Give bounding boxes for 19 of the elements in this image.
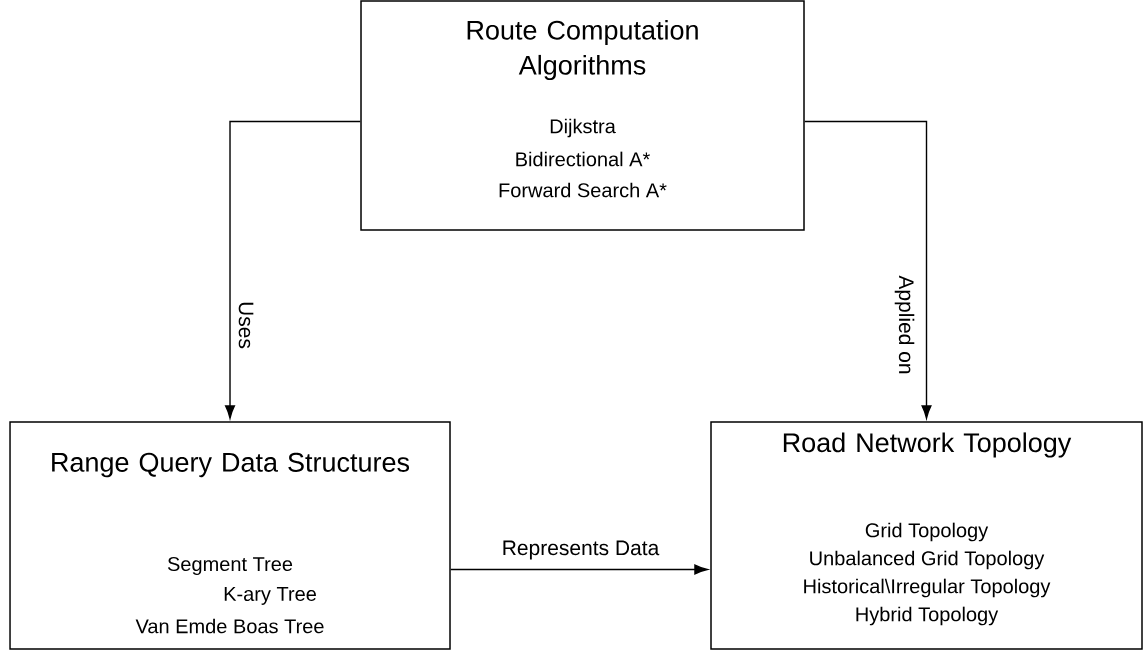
box-heading: Road Network Topology xyxy=(783,432,1072,458)
list-item: Hybrid Topology xyxy=(856,606,999,626)
list-item: Unbalanced Grid Topology xyxy=(810,550,1045,570)
arrow xyxy=(225,120,361,419)
edge-label: Applied on xyxy=(892,273,917,377)
list-item: Historical\Irregular Topology xyxy=(804,578,1051,598)
edge-label: Represents Data xyxy=(499,538,662,562)
list-item: Segment Tree xyxy=(167,556,293,576)
box-heading: Range Query Data Structures xyxy=(52,452,410,478)
edge-label: Uses xyxy=(236,299,256,351)
list-item: K-ary Tree xyxy=(224,587,316,605)
list-item: Forward Search A* xyxy=(499,182,667,198)
list-item: Van Emde Boas Tree xyxy=(135,618,324,634)
arrow xyxy=(450,564,708,575)
box-heading: Route Computation Algorithms xyxy=(467,19,698,81)
list-item: Dijkstra xyxy=(550,118,616,138)
list-item: Grid Topology xyxy=(865,522,989,542)
list-item: Bidirectional A* xyxy=(516,151,650,167)
arrow xyxy=(804,120,932,419)
